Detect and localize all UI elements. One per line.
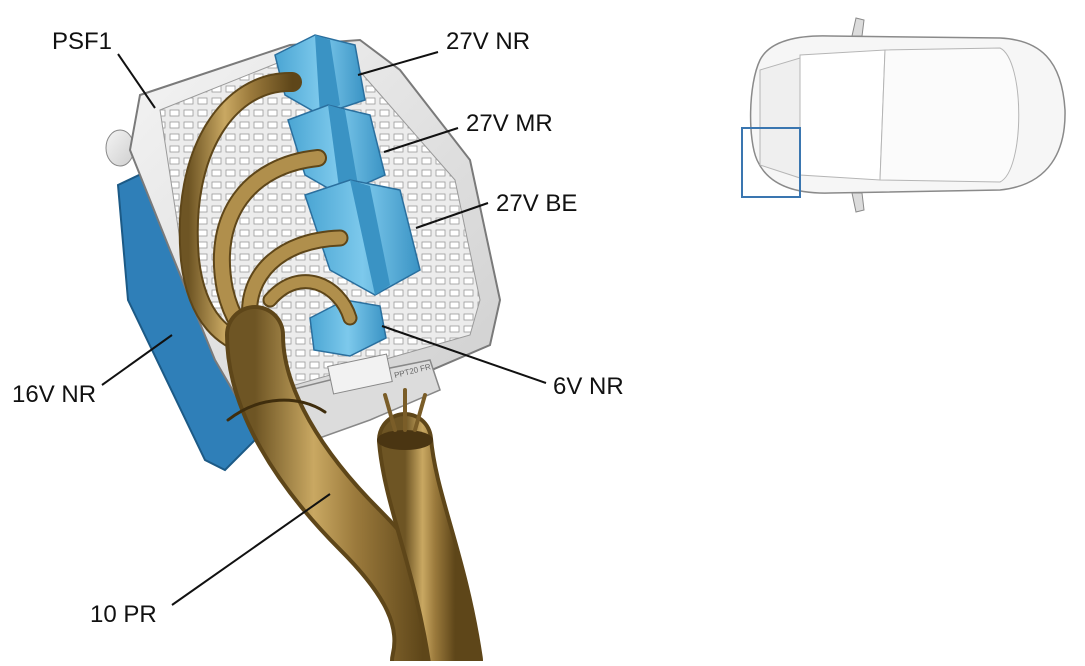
- connector-27v-mr: [287, 104, 386, 196]
- leader-27v-be: [415, 202, 489, 229]
- mirror-right: [851, 192, 865, 213]
- location-highlight-frame: [741, 127, 801, 198]
- mirror-left: [851, 17, 865, 37]
- label-10-pr: 10 PR: [90, 601, 157, 628]
- label-6v-nr: 6V NR: [553, 373, 624, 400]
- leader-10-pr: [171, 493, 331, 606]
- label-27v-nr: 27V NR: [446, 28, 531, 55]
- label-psf1: PSF1: [52, 28, 113, 55]
- leader-lines: [101, 51, 547, 606]
- connector-27v-nr: [274, 34, 366, 116]
- vehicle-top-view: [741, 17, 1066, 213]
- leader-6v-nr: [381, 325, 547, 384]
- leader-psf1: [117, 53, 156, 109]
- leader-27v-mr: [383, 127, 459, 153]
- connector-27v-be: [304, 179, 421, 296]
- wiring-harness: [178, 71, 483, 666]
- fuse-box-assembly: PPT20 FR: [105, 34, 502, 472]
- leader-16v-nr: [101, 334, 173, 386]
- label-27v-be: 27V BE: [496, 190, 578, 217]
- leader-27v-nr: [357, 51, 439, 76]
- label-16v-nr: 16V NR: [12, 381, 97, 408]
- label-27v-mr: 27V MR: [466, 110, 553, 137]
